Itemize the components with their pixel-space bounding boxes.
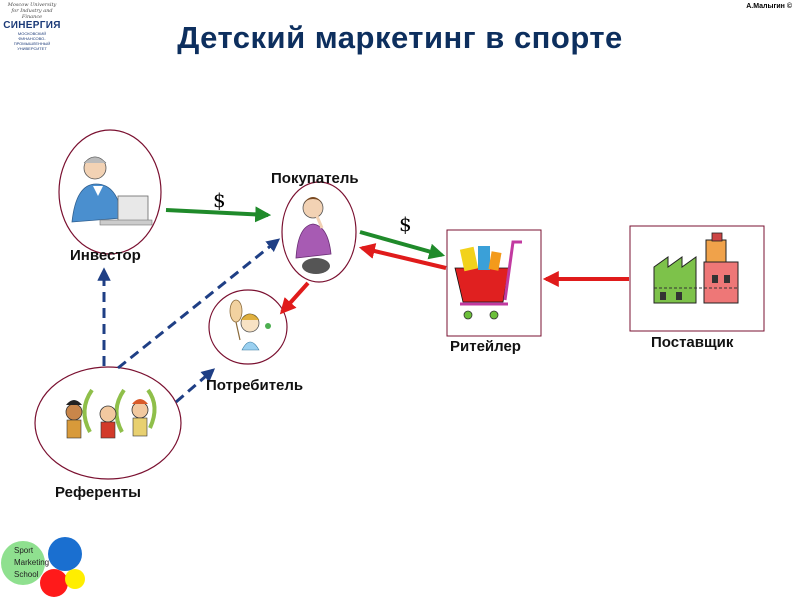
money-arrow-investor-buyer (165, 206, 272, 223)
dollar-label-investor-buyer: $ (213, 188, 226, 212)
synergy-logo: Moscow University for Industry and Finan… (2, 2, 62, 52)
badge-line-1: Sport (14, 546, 34, 555)
sport-marketing-school-badge (1, 537, 85, 597)
investor-figure-icon (71, 156, 153, 226)
product-arrow-buyer-consumer (279, 281, 310, 315)
consumer-label: Потребитель (206, 377, 304, 394)
investor-label: Инвестор (70, 247, 141, 264)
influence-arrow-referents-consumer (175, 368, 216, 404)
influence-arrow-referents-buyer (117, 238, 281, 370)
child-figure-icon (229, 299, 271, 351)
logo-sub-line-3: УНИВЕРСИТЕТ (17, 46, 47, 51)
referents-label: Референты (55, 484, 141, 501)
money-arrow-buyer-retailer (359, 230, 446, 260)
logo-sub-line-2: ФИНАНСОВО-ПРОМЫШЛЕННЫЙ (13, 36, 51, 46)
retailer-label: Ритейлер (450, 338, 521, 355)
buyer-figure-icon (295, 197, 332, 274)
children-group-icon (65, 388, 157, 439)
badge-line-3: School (14, 570, 39, 579)
buyer-label: Покупатель (271, 170, 359, 187)
retailer-node (446, 229, 542, 337)
supplier-node (629, 225, 765, 332)
product-arrow-retailer-buyer (358, 243, 447, 270)
logo-name: СИНЕРГИЯ (3, 20, 61, 31)
logo-script-line-2: for Industry and Finance (11, 8, 53, 20)
supplier-label: Поставщик (651, 334, 734, 351)
referents-node (34, 366, 182, 480)
shopping-cart-icon (454, 240, 522, 320)
buyer-node (281, 181, 357, 283)
investor-node (58, 129, 162, 255)
factory-icon (653, 232, 739, 304)
dollar-label-buyer-retailer: $ (399, 212, 412, 236)
badge-line-2: Marketing (14, 558, 50, 567)
logo-script-line-1: Moscow University (7, 2, 57, 8)
badge-text: Sport Marketing School (14, 545, 49, 581)
copyright: А.Малыгин © (746, 3, 792, 10)
page-title: Детский маркетинг в спорте (177, 20, 623, 55)
consumer-node (208, 289, 288, 365)
logo-sub-line-1: МОСКОВСКИЙ (17, 31, 47, 36)
